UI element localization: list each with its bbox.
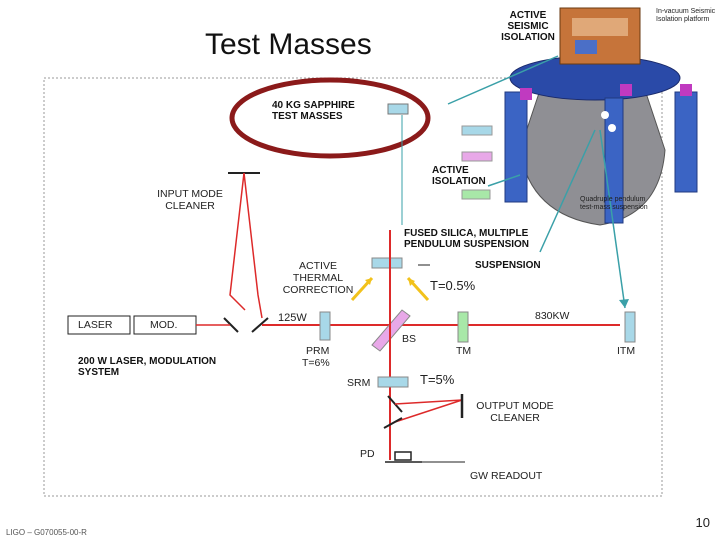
label-srm: SRM: [347, 377, 371, 389]
label-prm: PRM: [306, 345, 330, 357]
label-prm-t: T=6%: [302, 357, 330, 369]
label-input-mc: INPUT MODE CLEANER: [157, 188, 223, 212]
label-830kw: 830KW: [535, 310, 570, 322]
sapphire-highlight-circle: [229, 77, 431, 159]
dashed-frame: [43, 77, 663, 497]
label-tm: TM: [456, 345, 472, 357]
page-title: Test Masses: [205, 28, 372, 61]
page-number: 10: [695, 515, 710, 530]
imc-mirror-1: [223, 317, 239, 333]
omc-mirror-2: [383, 417, 403, 429]
imc-beam-right: [243, 172, 263, 319]
label-srm-t: T=5%: [420, 372, 455, 387]
pointer-line-active-isolation: [487, 174, 521, 187]
pointer-line-active-seismic: [447, 55, 559, 105]
srm-mirror: [377, 376, 409, 388]
label-invacuum: In-vacuum Seismic Isolation platform: [656, 8, 716, 23]
label-sapphire: 40 KG SAPPHIRE TEST MASSES: [272, 100, 355, 122]
photodiode: [394, 451, 412, 461]
input-test-mass: [457, 311, 469, 343]
label-output-mc: OUTPUT MODE CLEANER: [476, 400, 554, 424]
label-quad-note: Quadruple pendulum test-mass suspension: [580, 196, 648, 211]
label-mod: MOD.: [150, 319, 178, 331]
label-fused-silica: FUSED SILICA, MULTIPLE PENDULUM SUSPENSI…: [404, 228, 530, 250]
imc-beam-left: [229, 172, 246, 311]
suspension-green-box: [461, 189, 491, 200]
footer-id: LIGO – G070055-00-R: [6, 528, 87, 537]
imc-mirror-2: [251, 317, 269, 333]
label-suspension: SUSPENSION: [475, 260, 541, 271]
prm-mirror: [319, 311, 331, 341]
label-itm: ITM: [617, 345, 636, 357]
end-test-mass: [624, 311, 636, 343]
suspension-magenta-box: [461, 151, 493, 162]
label-active-thermal: ACTIVE THERMAL CORRECTION: [282, 260, 354, 296]
label-pd: PD: [360, 448, 375, 460]
label-t05: T=0.5%: [430, 278, 476, 293]
suspension-cyan-box: [461, 125, 493, 136]
pointer-etm: [599, 129, 626, 309]
upper-arm-test-mass: [371, 257, 403, 269]
label-laser: LASER: [78, 319, 113, 331]
laser-box: [67, 315, 131, 335]
label-laser-system: 200 W LASER, MODULATION SYSTEM: [78, 356, 217, 378]
label-125w: 125W: [278, 312, 307, 324]
sapphire-mass-symbol: [387, 103, 409, 115]
seismic-isolation-apparatus: [504, 7, 698, 226]
label-bs: BS: [402, 333, 417, 345]
label-gw: GW READOUT: [470, 470, 543, 482]
label-active-seismic: ACTIVE SEISMIC ISOLATION: [501, 10, 555, 43]
pointer-suspension: [539, 129, 596, 253]
omc-beam: [394, 399, 463, 423]
label-active-isolation: ACTIVE ISOLATION: [432, 165, 486, 187]
